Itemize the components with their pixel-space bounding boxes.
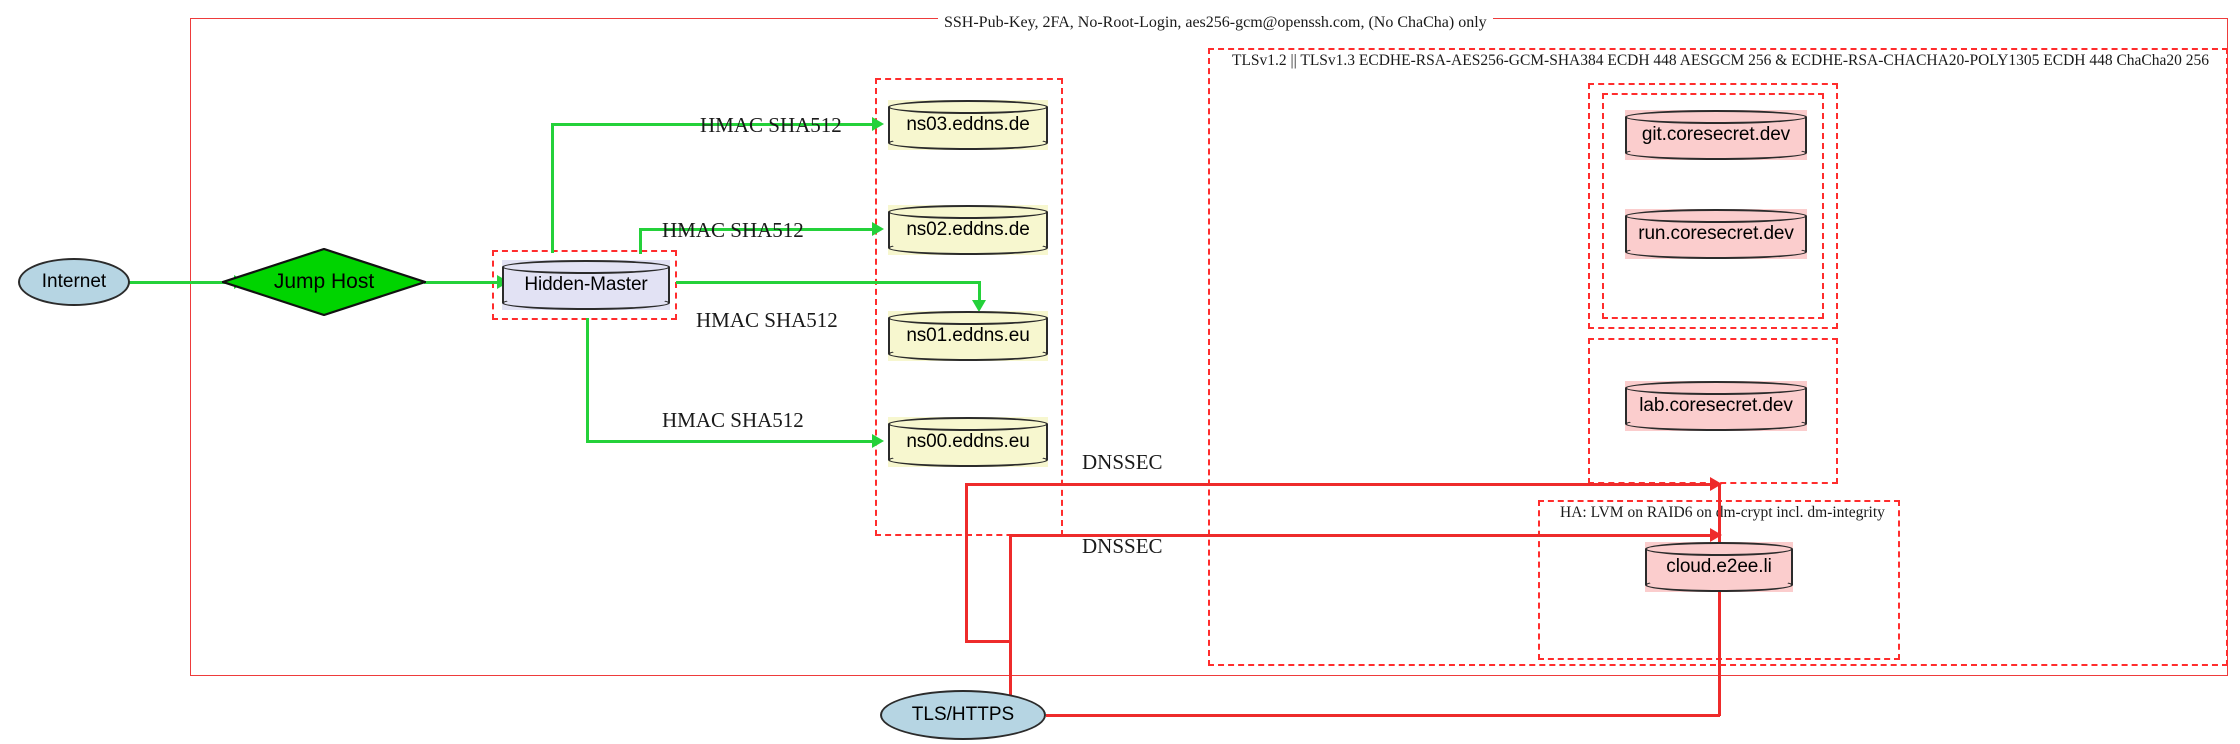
edge-dnssec-bottom-v1 [1009,534,1012,696]
node-ns02[interactable]: ns02.eddns.de [888,205,1048,255]
arrowhead-ns00 [872,434,884,448]
edge-master-ns00-h [586,440,876,443]
tls-boundary-label: TLSv1.2 || TLSv1.3 ECDHE-RSA-AES256-GCM-… [1228,52,2214,70]
node-internet-label: Internet [41,271,107,292]
edge-label-hmac-ns01: HMAC SHA512 [696,308,838,332]
edge-label-dnssec-bottom: DNSSEC [1082,534,1163,558]
node-git-coresecret[interactable]: git.coresecret.dev [1625,110,1807,160]
node-ns02-label: ns02.eddns.de [906,219,1030,240]
edge-dnssec-top-h [965,483,1720,486]
coresecret-outer-zone-box [1588,83,1838,329]
edge-tlshttps-h [1046,714,1720,717]
node-hidden-master-label: Hidden-Master [524,274,648,295]
node-ns01-label: ns01.eddns.eu [906,325,1030,346]
node-tls-https-label: TLS/HTTPS [911,704,1015,725]
node-ns00-label: ns00.eddns.eu [906,431,1030,452]
node-hidden-master[interactable]: Hidden-Master [502,260,670,310]
node-ns03-label: ns03.eddns.de [906,114,1030,135]
edge-dnssec-bottom-drop [965,640,1011,643]
node-jump-host[interactable]: Jump Host [222,248,426,316]
edge-master-ns01-v [978,281,981,303]
node-git-coresecret-label: git.coresecret.dev [1641,124,1791,145]
arrowhead-ns03 [872,117,884,131]
arrowhead-ns02 [872,222,884,236]
edge-label-hmac-ns03: HMAC SHA512 [700,113,842,137]
node-ns00[interactable]: ns00.eddns.eu [888,417,1048,467]
edge-master-ns00-v [586,318,589,442]
node-tls-https[interactable]: TLS/HTTPS [880,690,1046,740]
node-lab-coresecret-label: lab.coresecret.dev [1639,395,1793,416]
edge-label-hmac-ns02: HMAC SHA512 [662,218,804,242]
edge-jumphost-master [424,281,502,284]
hidden-master-zone-box [492,250,677,320]
ssh-boundary-label: SSH-Pub-Key, 2FA, No-Root-Login, aes256-… [938,14,1493,32]
node-ns03[interactable]: ns03.eddns.de [888,100,1048,150]
edge-master-ns03-v [551,123,554,253]
arrowhead-ns01 [972,300,986,312]
node-cloud-e2ee[interactable]: cloud.e2ee.li [1645,542,1793,592]
edge-dnssec-top-v1 [965,483,968,643]
edge-tlshttps-v [1718,484,1721,716]
node-run-coresecret[interactable]: run.coresecret.dev [1625,209,1807,259]
dns-zone-box [875,78,1063,536]
diamond-shape-icon [222,248,426,316]
edge-dnssec-bottom-h [1009,534,1720,537]
coresecret-inner-zone-box [1602,93,1824,319]
ha-zone-label: HA: LVM on RAID6 on dm-crypt incl. dm-in… [1556,504,1889,522]
edge-label-hmac-ns00: HMAC SHA512 [662,408,804,432]
edge-master-ns01-h [676,281,981,284]
edge-master-ns02-v [639,228,642,254]
node-ns01[interactable]: ns01.eddns.eu [888,311,1048,361]
node-lab-coresecret[interactable]: lab.coresecret.dev [1625,381,1807,431]
node-cloud-e2ee-label: cloud.e2ee.li [1666,556,1772,577]
node-jump-host-label: Jump Host [273,270,375,293]
node-run-coresecret-label: run.coresecret.dev [1638,223,1794,244]
node-internet[interactable]: Internet [18,258,130,306]
edge-internet-jumphost [128,281,238,284]
edge-master-ns03-h [551,123,876,126]
edge-master-ns02-h [639,228,876,231]
edge-label-dnssec-top: DNSSEC [1082,450,1163,474]
